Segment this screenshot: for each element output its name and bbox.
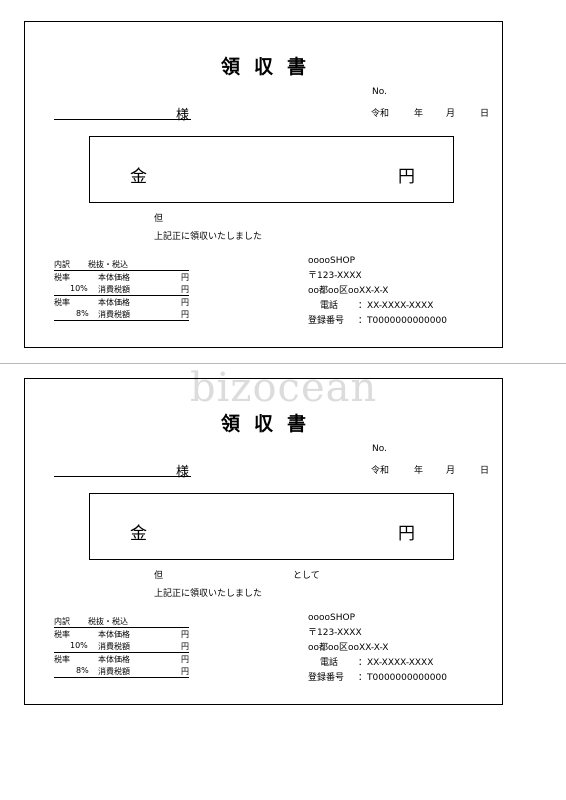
recipient-suffix: 様 bbox=[176, 108, 190, 123]
date-day: 日 bbox=[480, 109, 490, 119]
yen-unit: 円 bbox=[181, 298, 189, 307]
tax-amount-label: 消費税額 bbox=[98, 667, 130, 676]
table-row: 税率 本体価格 円 bbox=[54, 271, 189, 283]
tax-header-breakdown: 内訳 bbox=[54, 617, 70, 626]
date-era: 令和 bbox=[371, 109, 390, 119]
tax-header-type: 税抜・税込 bbox=[88, 260, 128, 269]
yen-unit: 円 bbox=[181, 285, 189, 294]
tax-amount-label: 消費税額 bbox=[98, 285, 130, 294]
yen-unit: 円 bbox=[181, 655, 189, 664]
base-price-label: 本体価格 bbox=[98, 630, 130, 639]
recipient-line[interactable] bbox=[54, 119, 191, 120]
shop-postal: 〒123-XXXX bbox=[308, 628, 362, 638]
yen-unit: 円 bbox=[181, 630, 189, 639]
receipt-1: 領収書 No. 令和 年 月 日 様 金 円 但 上記正に領収いたしました 内訳… bbox=[24, 21, 503, 348]
table-row: 8% 消費税額 円 bbox=[54, 308, 189, 321]
recipient-line[interactable] bbox=[54, 476, 191, 477]
cut-line bbox=[0, 363, 566, 364]
date-month: 月 bbox=[446, 109, 456, 119]
shop-name: ooooSHOP bbox=[308, 256, 356, 266]
tax-rate-label: 税率 bbox=[54, 273, 70, 282]
yen-unit: 円 bbox=[181, 642, 189, 651]
receipt-title: 領収書 bbox=[220, 413, 320, 435]
receipt-number-label: No. bbox=[372, 87, 387, 97]
table-row: 税率 本体価格 円 bbox=[54, 628, 189, 640]
recipient-suffix: 様 bbox=[176, 465, 190, 480]
registration-number: ：T0000000000000 bbox=[358, 673, 447, 683]
tax-amount-label: 消費税額 bbox=[98, 310, 130, 319]
receipt-title: 領収書 bbox=[220, 56, 320, 78]
date-era: 令和 bbox=[371, 466, 390, 476]
purpose-label: 但 bbox=[154, 571, 164, 581]
tax-breakdown-table: 内訳 税抜・税込 税率 本体価格 円 10% 消費税額 円 税率 本体価格 円 … bbox=[54, 258, 189, 321]
receipt-number-label: No. bbox=[372, 444, 387, 454]
tax-rate-label: 税率 bbox=[54, 655, 70, 664]
tax-rate-value: 10% bbox=[70, 284, 88, 293]
shop-address: oo都oo区ooXX-X-X bbox=[308, 643, 389, 653]
confirmation-text: 上記正に領収いたしました bbox=[154, 589, 263, 599]
tax-rate-value: 10% bbox=[70, 641, 88, 650]
tax-table-header: 内訳 税抜・税込 bbox=[54, 258, 189, 271]
confirmation-text: 上記正に領収いたしました bbox=[154, 232, 263, 242]
tax-header-type: 税抜・税込 bbox=[88, 617, 128, 626]
shop-name: ooooSHOP bbox=[308, 613, 356, 623]
amount-suffix: 円 bbox=[398, 524, 415, 544]
tax-rate-label: 税率 bbox=[54, 630, 70, 639]
table-row: 10% 消費税額 円 bbox=[54, 640, 189, 653]
amount-box[interactable]: 金 円 bbox=[89, 493, 454, 560]
date-day: 日 bbox=[480, 466, 490, 476]
phone-label: 電話 bbox=[320, 658, 339, 668]
yen-unit: 円 bbox=[181, 273, 189, 282]
watermark: bizocean bbox=[190, 365, 378, 411]
date-year: 年 bbox=[414, 466, 424, 476]
tax-table-header: 内訳 税抜・税込 bbox=[54, 615, 189, 628]
base-price-label: 本体価格 bbox=[98, 298, 130, 307]
tax-breakdown-table: 内訳 税抜・税込 税率 本体価格 円 10% 消費税額 円 税率 本体価格 円 … bbox=[54, 615, 189, 678]
tax-rate-value: 8% bbox=[76, 309, 89, 318]
table-row: 8% 消費税額 円 bbox=[54, 665, 189, 678]
registration-number: ：T0000000000000 bbox=[358, 316, 447, 326]
amount-box[interactable]: 金 円 bbox=[89, 136, 454, 203]
base-price-label: 本体価格 bbox=[98, 273, 130, 282]
yen-unit: 円 bbox=[181, 667, 189, 676]
purpose-label: 但 bbox=[154, 214, 164, 224]
shop-postal: 〒123-XXXX bbox=[308, 271, 362, 281]
tax-rate-value: 8% bbox=[76, 666, 89, 675]
phone-label: 電話 bbox=[320, 301, 339, 311]
date-month: 月 bbox=[446, 466, 456, 476]
tax-amount-label: 消費税額 bbox=[98, 642, 130, 651]
amount-prefix: 金 bbox=[130, 524, 147, 544]
registration-label: 登録番号 bbox=[308, 316, 345, 326]
tax-header-breakdown: 内訳 bbox=[54, 260, 70, 269]
table-row: 10% 消費税額 円 bbox=[54, 283, 189, 296]
purpose-suffix: として bbox=[293, 571, 320, 581]
registration-label: 登録番号 bbox=[308, 673, 345, 683]
yen-unit: 円 bbox=[181, 310, 189, 319]
shop-address: oo都oo区ooXX-X-X bbox=[308, 286, 389, 296]
base-price-label: 本体価格 bbox=[98, 655, 130, 664]
phone-number: ：XX-XXXX-XXXX bbox=[358, 301, 434, 311]
amount-suffix: 円 bbox=[398, 167, 415, 187]
phone-number: ：XX-XXXX-XXXX bbox=[358, 658, 434, 668]
receipt-2: 領収書 No. 令和 年 月 日 様 金 円 但 として 上記正に領収いたしまし… bbox=[24, 378, 503, 705]
table-row: 税率 本体価格 円 bbox=[54, 653, 189, 665]
amount-prefix: 金 bbox=[130, 167, 147, 187]
table-row: 税率 本体価格 円 bbox=[54, 296, 189, 308]
tax-rate-label: 税率 bbox=[54, 298, 70, 307]
date-year: 年 bbox=[414, 109, 424, 119]
